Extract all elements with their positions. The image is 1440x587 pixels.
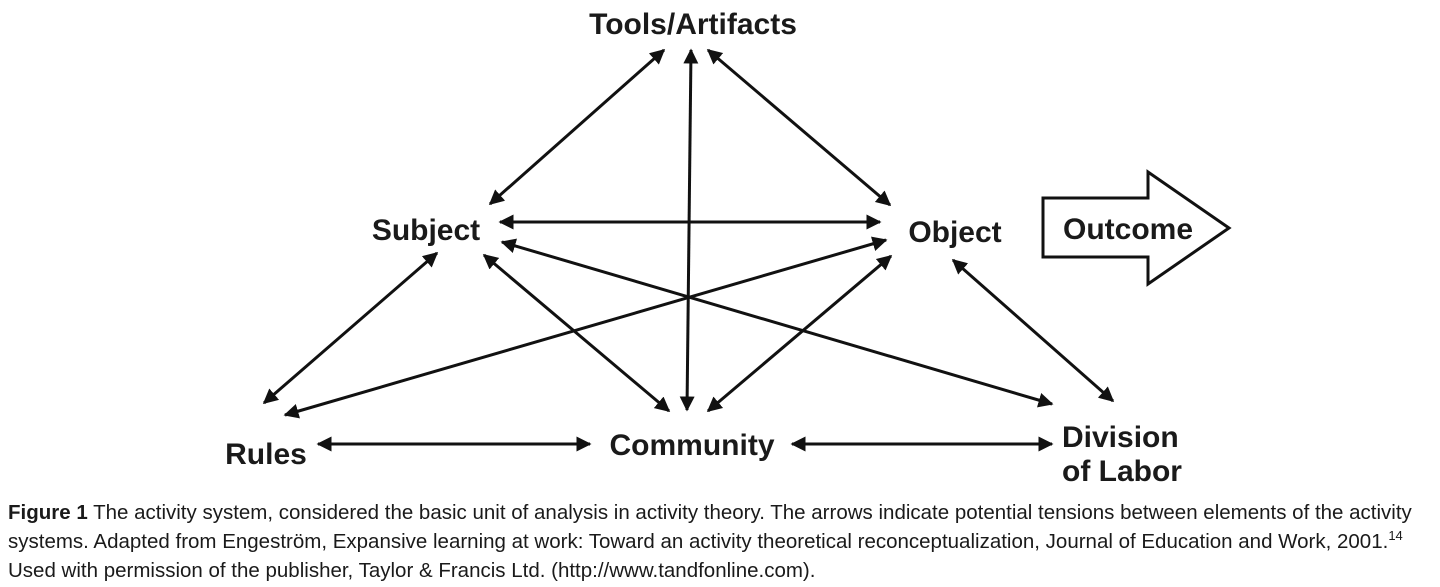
- caption-text: The activity system, considered the basi…: [8, 501, 1412, 553]
- arrow-tools-artifacts-to-object: [706, 48, 892, 207]
- caption-text-after: Used with permission of the publisher, T…: [8, 559, 816, 582]
- figure-caption: Figure 1 The activity system, considered…: [8, 498, 1436, 585]
- relation-arrows: [262, 48, 1115, 452]
- node-community: Community: [610, 429, 775, 462]
- arrow-subject-to-community: [482, 253, 671, 413]
- activity-system-diagram: Outcome Tools/Artifacts Subject Object R…: [225, 8, 1232, 488]
- arrow-tools-artifacts-to-subject: [488, 48, 666, 206]
- arrow-subject-to-rules: [262, 251, 439, 405]
- node-division-line2: of Labor: [1062, 455, 1182, 488]
- node-tools-artifacts: Tools/Artifacts: [589, 8, 797, 41]
- arrow-subject-to-division-of-labor: [500, 238, 1054, 408]
- figure-label: Figure 1: [8, 501, 88, 524]
- node-object: Object: [908, 216, 1001, 249]
- arrow-object-to-division-of-labor: [951, 258, 1115, 403]
- node-subject: Subject: [372, 214, 480, 247]
- outcome-arrow-shape: [1041, 169, 1232, 287]
- arrow-tools-artifacts-to-community: [679, 48, 699, 412]
- arrow-object-to-community: [706, 254, 893, 413]
- node-division-line1: Division: [1062, 421, 1179, 454]
- caption-reference: 14: [1388, 528, 1403, 544]
- outcome-label: Outcome: [1063, 213, 1193, 246]
- outcome-arrow: Outcome: [1041, 169, 1232, 287]
- node-rules: Rules: [225, 438, 307, 471]
